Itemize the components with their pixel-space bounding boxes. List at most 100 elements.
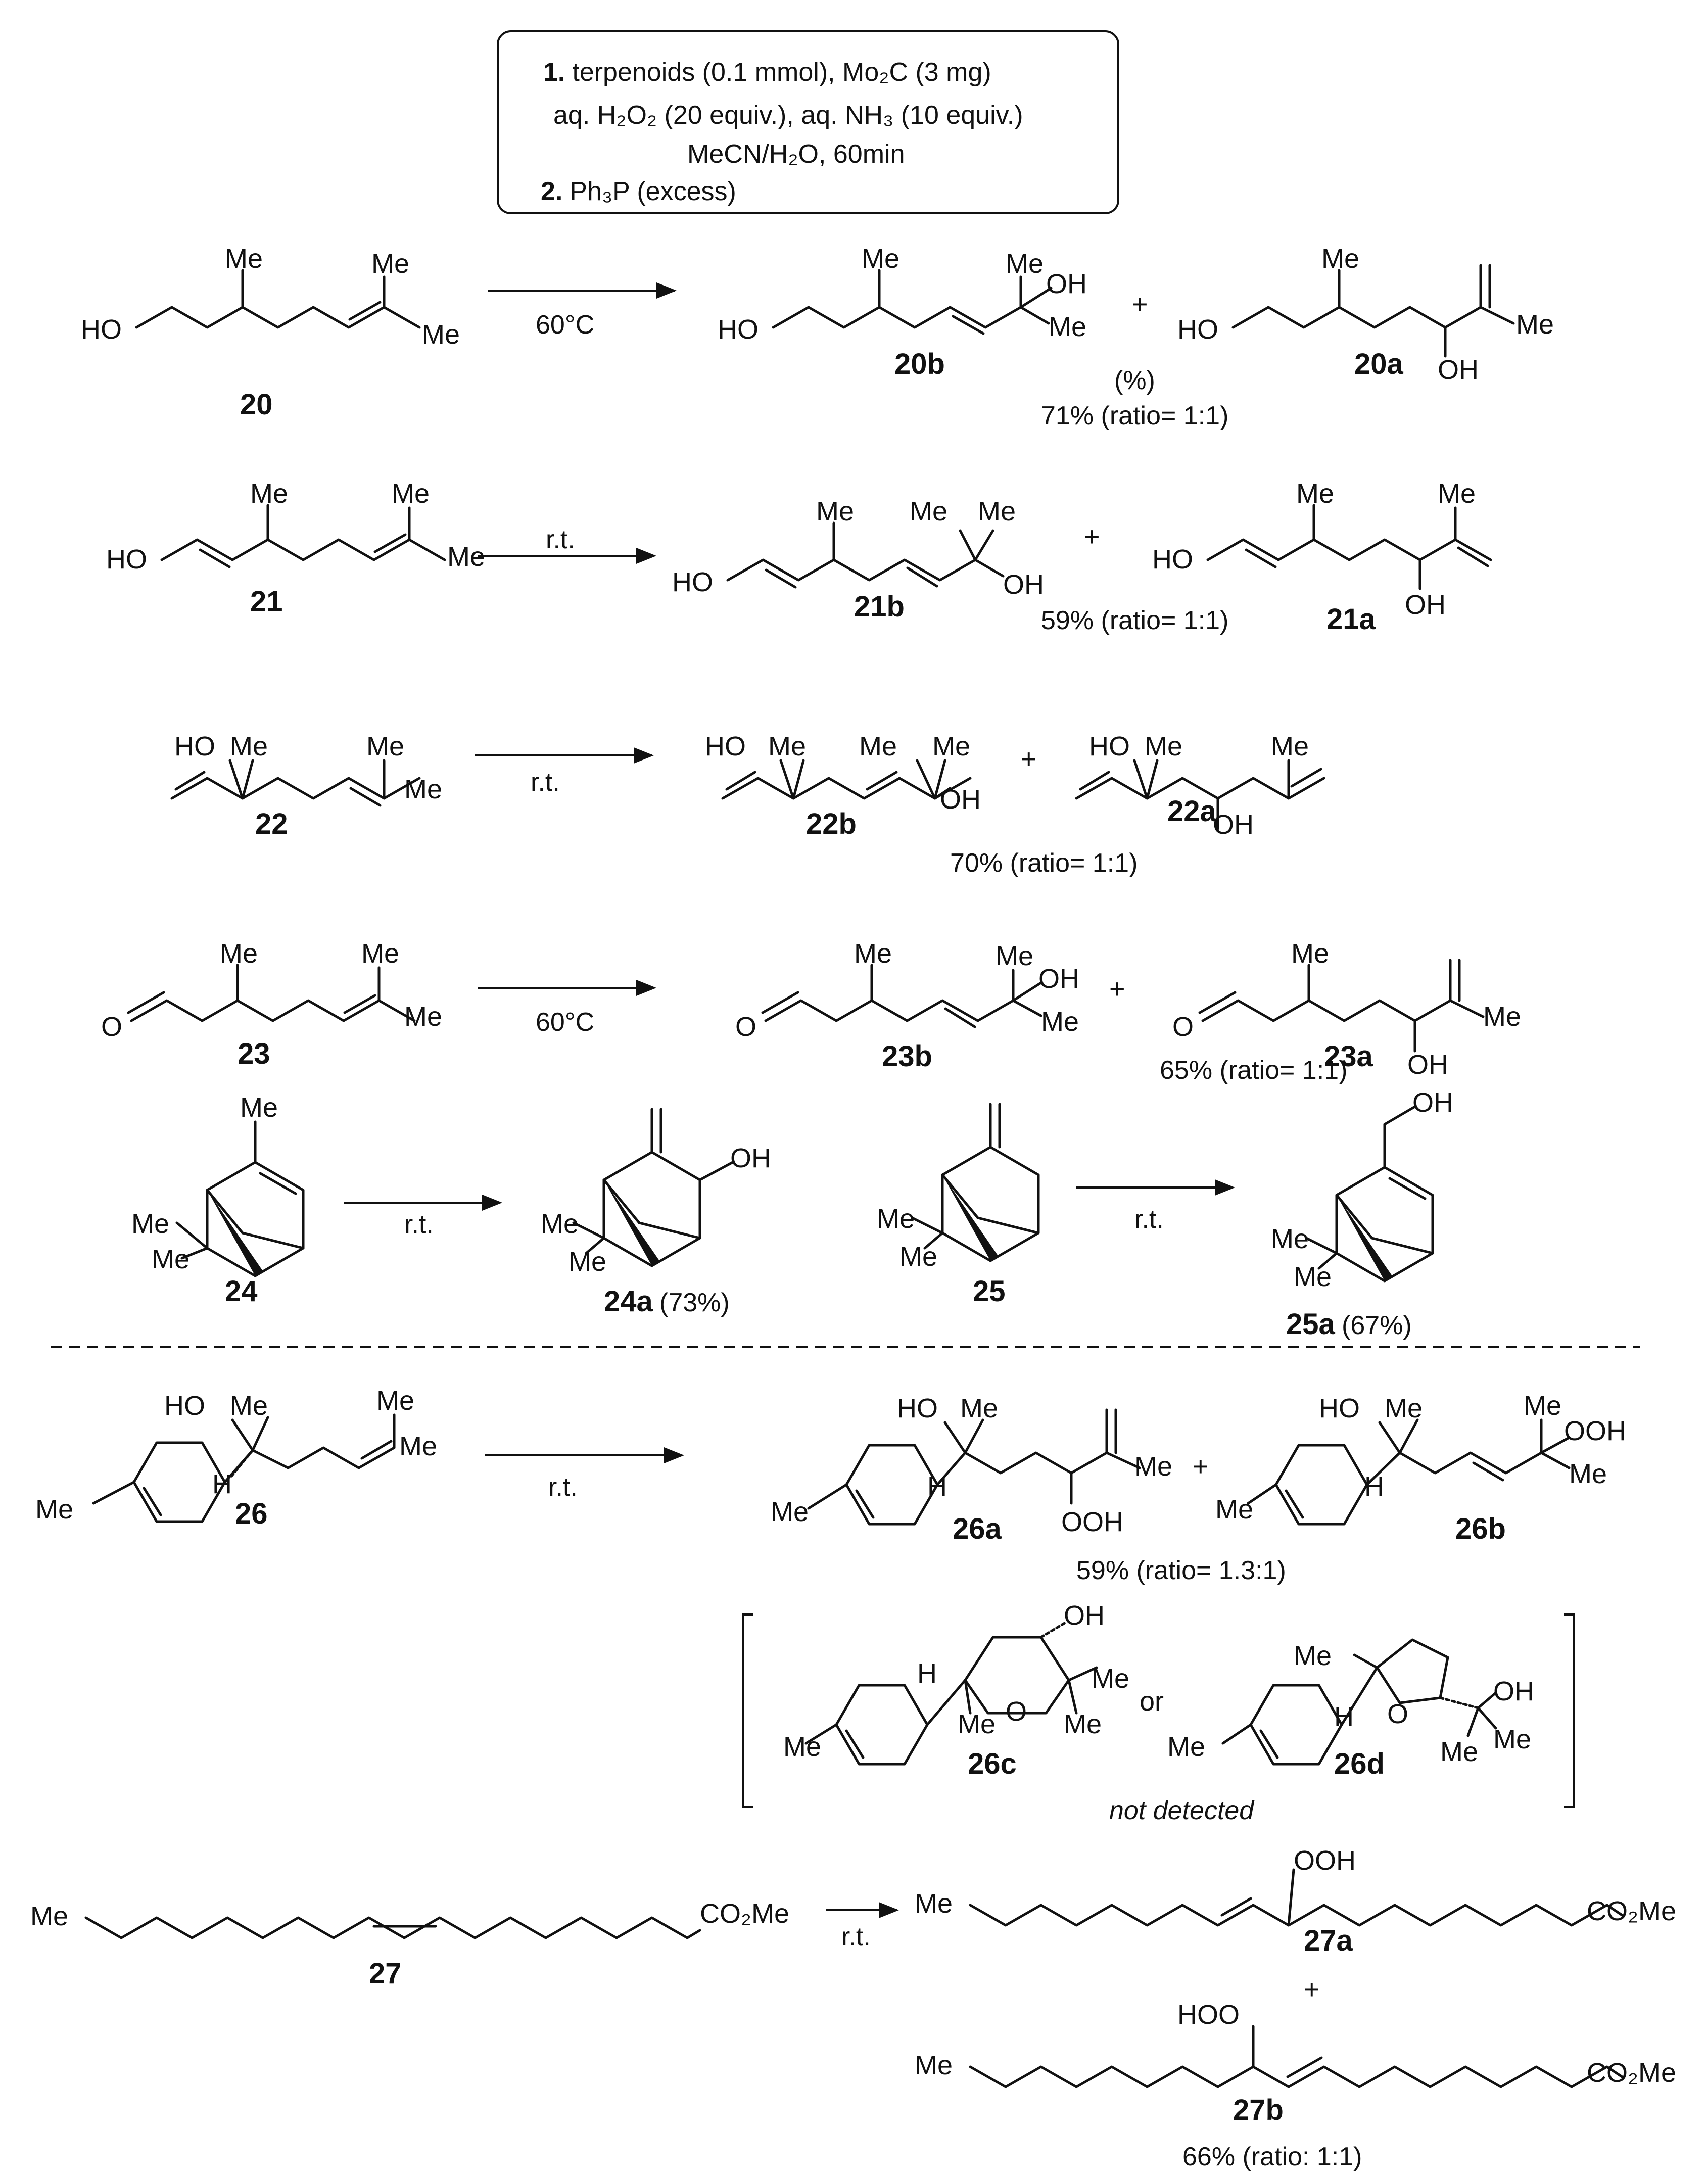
reaction-27: Me CO₂Me 27 r.t. Me OOH CO₂Me 27a + Me H…	[30, 1845, 1676, 2171]
svg-text:Me: Me	[1049, 312, 1086, 342]
svg-text:OH: OH	[1046, 269, 1087, 299]
molecule-26c: H OH O Me Me Me Me 26c	[783, 1600, 1129, 1780]
svg-text:Me: Me	[230, 1391, 268, 1421]
svg-text:Me: Me	[1321, 244, 1359, 274]
svg-text:2.Ph₃P (excess): 2.Ph₃P (excess)	[541, 177, 736, 206]
compound-label-23: 23	[238, 1037, 270, 1070]
molecule-27b: Me HOO CO₂Me 27b	[915, 2000, 1676, 2126]
svg-text:66% (ratio: 1:1): 66% (ratio: 1:1)	[1182, 2142, 1362, 2171]
svg-text:aq. H₂O₂ (20 equiv.), aq. NH₃: aq. H₂O₂ (20 equiv.), aq. NH₃ (10 equiv.…	[553, 101, 1023, 130]
molecule-23b: O Me Me OH Me 23b	[735, 938, 1079, 1073]
svg-text:CO₂Me: CO₂Me	[1587, 1896, 1676, 1926]
svg-text:Me: Me	[1145, 731, 1182, 762]
reaction-25: Me Me 25 r.t. OH Me Me 25a (67%)	[877, 1087, 1453, 1341]
svg-text:Me: Me	[1440, 1737, 1478, 1767]
molecule-22: HO Me Me Me 22	[170, 731, 442, 840]
compound-label-26d: 26d	[1334, 1747, 1385, 1780]
svg-text:r.t.: r.t.	[548, 1473, 578, 1502]
svg-text:Me: Me	[1064, 1709, 1102, 1739]
svg-text:Me: Me	[422, 319, 460, 350]
reaction-26: HO Me Me Me H Me 26 r.t. HO Me Me H OO	[35, 1386, 1626, 1825]
svg-text:Me: Me	[1167, 1732, 1205, 1762]
svg-text:Me: Me	[404, 774, 442, 804]
compound-label-22b: 22b	[806, 808, 857, 840]
compound-label-27a: 27a	[1304, 1924, 1353, 1957]
molecule-23: O Me Me Me 23	[101, 938, 442, 1070]
svg-text:MeCN/H₂O, 60min: MeCN/H₂O, 60min	[687, 139, 905, 169]
compound-label-22a: 22a	[1167, 795, 1217, 828]
svg-text:Me: Me	[541, 1209, 579, 1239]
svg-text:Me: Me	[404, 1002, 442, 1032]
svg-text:Me: Me	[1294, 1262, 1332, 1292]
molecule-25a: OH Me Me 25a (67%)	[1271, 1087, 1453, 1341]
svg-text:Me: Me	[816, 496, 854, 527]
svg-text:Me: Me	[915, 2050, 953, 2080]
compound-label-25a: 25a	[1286, 1308, 1336, 1341]
compound-label-23b: 23b	[882, 1040, 932, 1073]
molecule-25: Me Me 25	[877, 1103, 1040, 1308]
svg-text:HO: HO	[672, 567, 713, 597]
svg-text:Me: Me	[1006, 249, 1044, 279]
not-detected-group: H OH O Me Me Me Me 26c or	[742, 1600, 1575, 1825]
svg-text:H: H	[1334, 1701, 1354, 1732]
svg-text:(67%): (67%)	[1342, 1311, 1412, 1340]
svg-text:Me: Me	[1385, 1393, 1423, 1423]
molecule-22b: HO Me Me Me OH 22b	[705, 731, 981, 840]
svg-text:HO: HO	[164, 1391, 205, 1421]
svg-text:59% (ratio= 1:1): 59% (ratio= 1:1)	[1041, 606, 1228, 635]
svg-text:CO₂Me: CO₂Me	[700, 1898, 789, 1929]
svg-text:HOO: HOO	[1177, 2000, 1240, 2030]
reaction-23: O Me Me Me 23 60°C O Me Me OH Me 23b +	[101, 938, 1521, 1085]
svg-text:OH: OH	[1412, 1087, 1453, 1118]
compound-label-27: 27	[369, 1957, 402, 1990]
svg-text:Me: Me	[1483, 1002, 1521, 1032]
svg-text:(%): (%)	[1114, 366, 1155, 395]
svg-text:70% (ratio= 1:1): 70% (ratio= 1:1)	[950, 848, 1138, 878]
svg-text:OH: OH	[1213, 810, 1254, 840]
compound-label-26a: 26a	[953, 1512, 1002, 1545]
svg-text:Me: Me	[371, 249, 409, 279]
svg-text:OH: OH	[1493, 1676, 1534, 1706]
compound-label-27b: 27b	[1233, 2094, 1284, 2126]
reaction-22: HO Me Me Me 22 r.t. HO Me Me Me OH 22b +	[170, 731, 1325, 878]
svg-text:Me: Me	[1524, 1391, 1561, 1421]
svg-text:Me: Me	[1215, 1494, 1253, 1525]
compound-label-21: 21	[250, 585, 283, 618]
svg-text:Me: Me	[958, 1709, 996, 1739]
svg-text:Me: Me	[1291, 938, 1329, 969]
svg-text:OOH: OOH	[1294, 1845, 1356, 1876]
svg-text:HO: HO	[81, 314, 122, 345]
svg-text:(73%): (73%)	[659, 1288, 730, 1317]
svg-text:Me: Me	[768, 731, 806, 762]
svg-text:Me: Me	[250, 479, 288, 509]
compound-label-23a: 23a	[1324, 1040, 1373, 1073]
svg-text:Me: Me	[376, 1386, 414, 1416]
svg-text:Me: Me	[30, 1901, 68, 1931]
compound-label-24a: 24a	[604, 1285, 653, 1318]
svg-text:Me: Me	[932, 731, 970, 762]
svg-text:OH: OH	[1038, 964, 1079, 994]
compound-label-22: 22	[255, 808, 288, 840]
svg-text:CO₂Me: CO₂Me	[1587, 2058, 1676, 2088]
svg-text:+: +	[1193, 1451, 1209, 1482]
svg-text:Me: Me	[899, 1242, 937, 1272]
svg-text:+: +	[1109, 974, 1125, 1004]
svg-text:OH: OH	[1407, 1050, 1448, 1080]
compound-label-25: 25	[973, 1275, 1006, 1308]
reaction-24: Me Me Me 24 r.t. OH Me Me 24a (73%)	[131, 1093, 771, 1318]
svg-text:Me: Me	[862, 244, 899, 274]
svg-text:59% (ratio= 1.3:1): 59% (ratio= 1.3:1)	[1076, 1556, 1286, 1585]
compound-label-21b: 21b	[854, 590, 905, 623]
svg-text:HO: HO	[718, 314, 759, 345]
svg-text:r.t.: r.t.	[546, 525, 575, 554]
svg-text:r.t.: r.t.	[1134, 1205, 1164, 1234]
svg-text:or: or	[1140, 1686, 1164, 1717]
svg-text:Me: Me	[1296, 479, 1334, 509]
svg-text:Me: Me	[361, 938, 399, 969]
svg-text:Me: Me	[783, 1732, 821, 1762]
svg-text:r.t.: r.t.	[531, 768, 560, 797]
svg-text:Me: Me	[1271, 1224, 1309, 1254]
reaction-20: HO Me Me Me 20 60°C HO Me Me OH Me 20b +	[81, 244, 1554, 431]
svg-text:OH: OH	[730, 1143, 771, 1173]
